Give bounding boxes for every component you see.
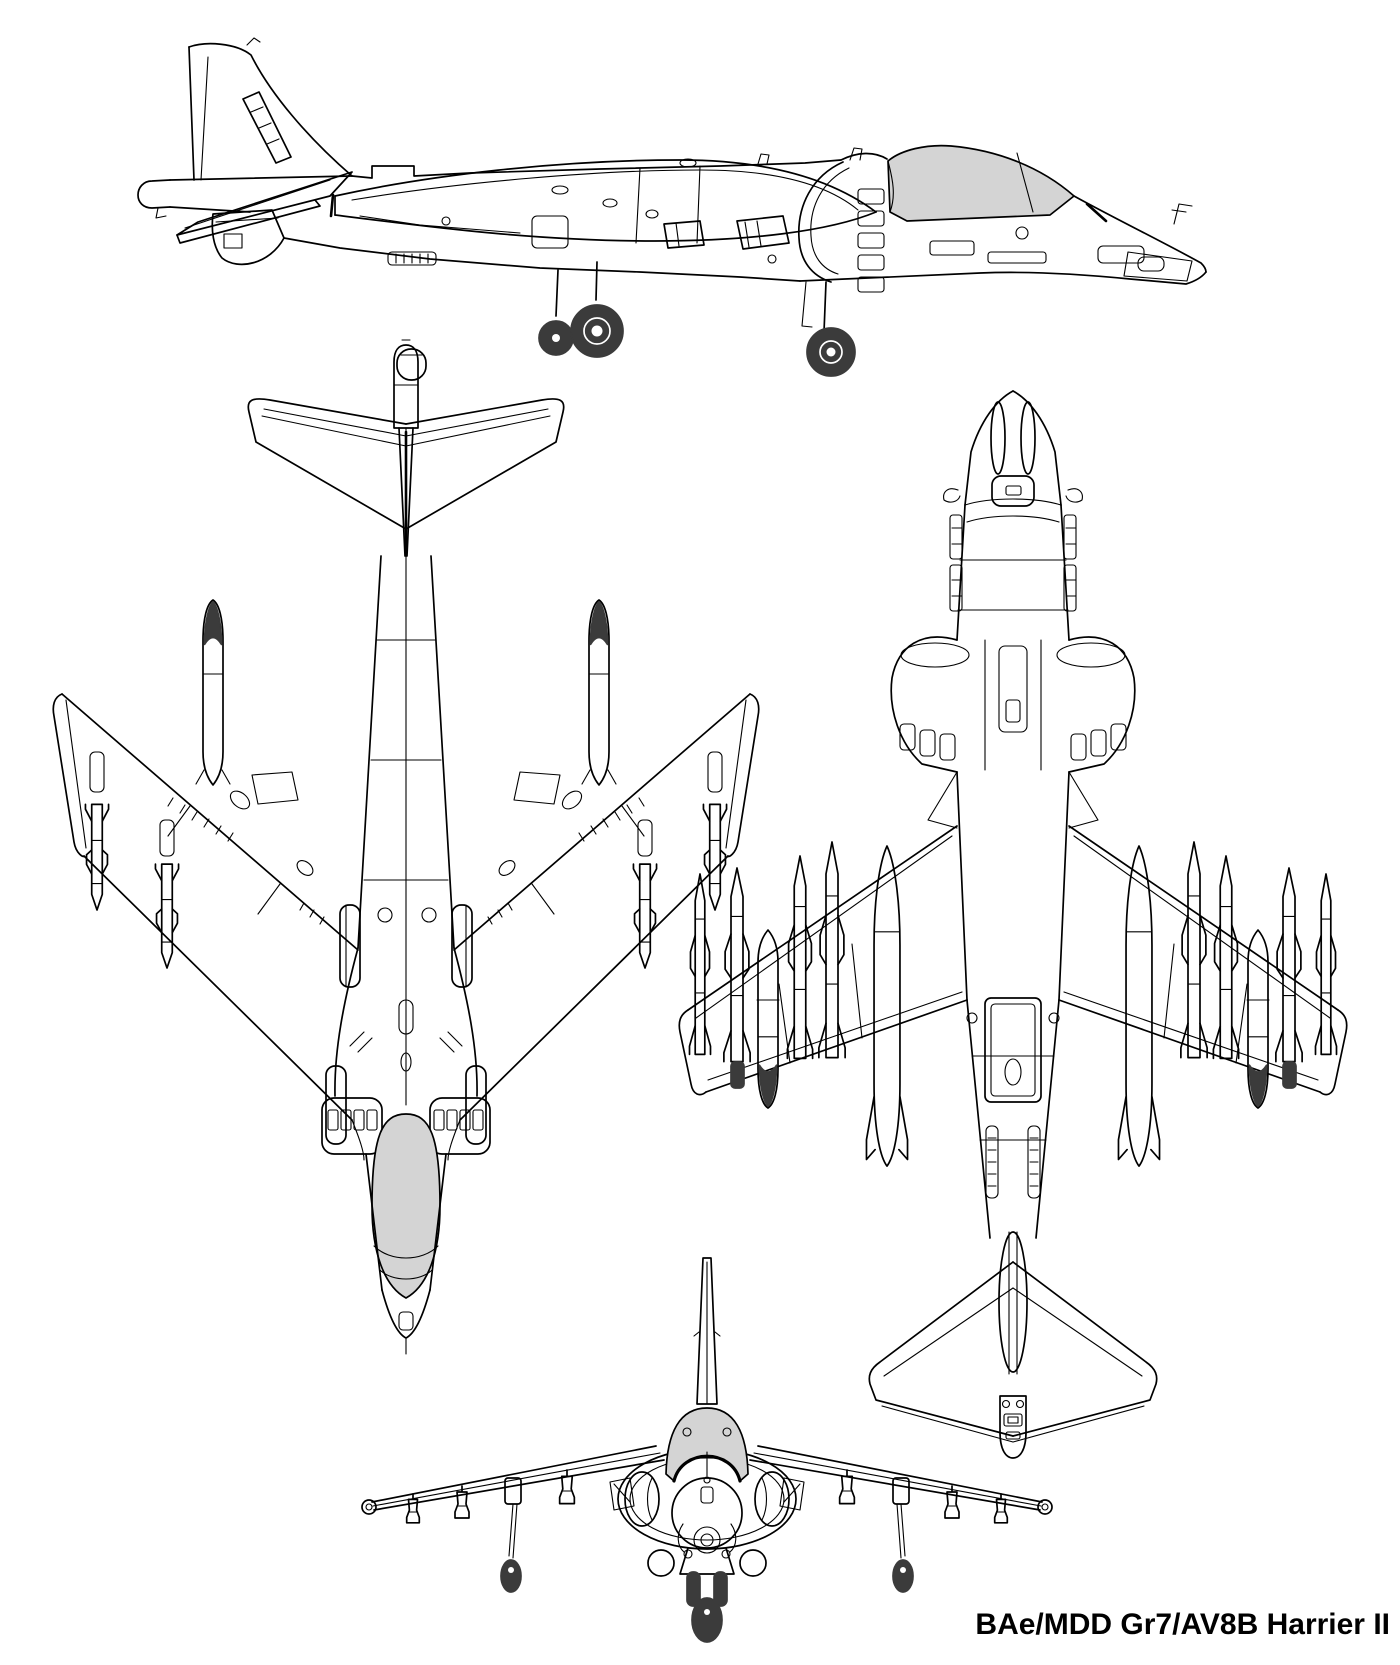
top-view — [52, 339, 760, 1355]
bottom-tail-boom — [998, 1231, 1028, 1459]
side-view — [137, 37, 1207, 381]
front-main-gear — [686, 1571, 728, 1643]
bottom-wings — [678, 825, 1348, 1096]
front-wings — [361, 1427, 1053, 1515]
side-tailplane — [176, 171, 353, 244]
front-nose-wheel — [691, 1597, 723, 1643]
front-view — [361, 1257, 1053, 1643]
bottom-view — [678, 390, 1348, 1459]
front-fin — [693, 1257, 721, 1405]
bottom-outrigger-pods — [756, 928, 1270, 1110]
side-nose — [1073, 195, 1207, 282]
top-wings — [52, 693, 760, 1161]
bottom-nose — [943, 390, 1083, 523]
bottom-intakes — [890, 636, 1136, 773]
front-nozzle-left — [647, 1549, 675, 1577]
outrigger-wheel-left — [500, 1559, 522, 1593]
top-nozzles — [325, 904, 487, 1145]
bottom-rear-fuselage — [966, 997, 1060, 1239]
bottom-mid-fuselage — [927, 771, 1099, 1001]
bottom-forward-fuselage — [949, 504, 1077, 641]
outrigger-fairing — [396, 348, 427, 381]
top-fuselage — [334, 427, 478, 1106]
top-canopy — [371, 1113, 441, 1299]
side-intake — [798, 161, 885, 293]
top-tailplane — [247, 398, 565, 530]
front-chin — [647, 1547, 767, 1577]
top-intakes — [321, 1097, 491, 1155]
side-landing-gear — [396, 261, 856, 381]
side-tail-fin — [188, 37, 353, 181]
top-nose — [365, 1153, 447, 1355]
figure-caption: BAe/MDD Gr7/AV8B Harrier II — [975, 1608, 1390, 1641]
drop-tank — [866, 846, 907, 1166]
top-outrigger-pods — [195, 598, 617, 787]
side-fuselage — [283, 147, 1207, 285]
bottom-tailplane — [868, 1261, 1158, 1443]
side-tail-boom — [137, 175, 353, 266]
bottom-stores — [687, 842, 1339, 1166]
side-nozzles — [663, 215, 790, 250]
drop-tank — [1118, 846, 1159, 1166]
front-canopy — [665, 1407, 749, 1483]
front-radome — [671, 1476, 743, 1559]
side-canopy — [887, 144, 1108, 223]
front-outriggers — [500, 1477, 914, 1593]
outrigger-wheel-right — [892, 1559, 914, 1593]
top-missiles — [84, 751, 728, 970]
side-wing — [329, 158, 877, 242]
front-nozzle-right — [739, 1549, 767, 1577]
